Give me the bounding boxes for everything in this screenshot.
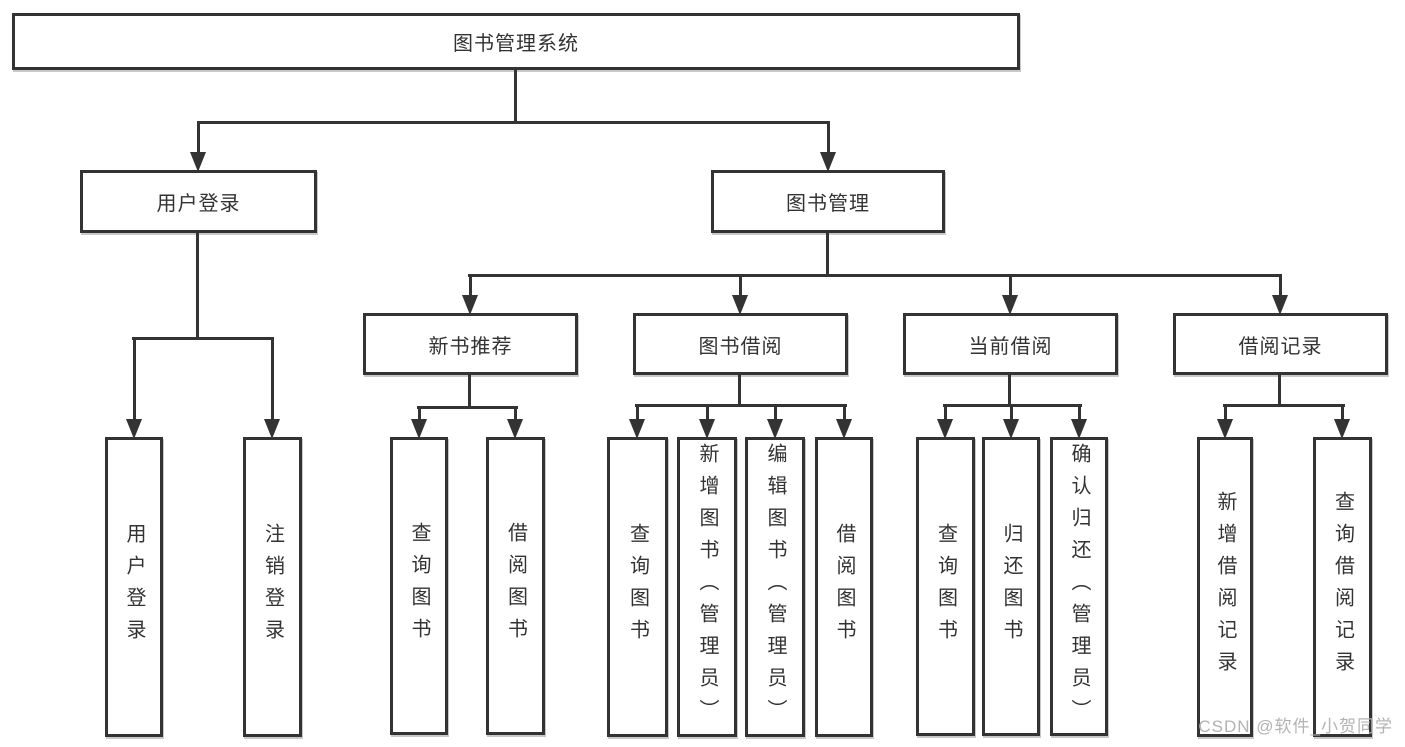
csdn-watermark: CSDN @软件_小贺同学 bbox=[1198, 717, 1393, 736]
arrow-down-icon bbox=[1002, 275, 1018, 315]
node-current-borrowing: 当前借阅 bbox=[903, 313, 1118, 375]
leaf-query-borrow-record: 查询借阅记录 bbox=[1313, 437, 1372, 737]
connector-vline bbox=[738, 373, 741, 406]
arrow-down-icon bbox=[937, 405, 953, 439]
leaf-edit-books-admin: 编辑图书（管理员） bbox=[745, 437, 805, 737]
arrow-down-icon bbox=[507, 407, 523, 439]
leaf-borrow-books: 借阅图书 bbox=[815, 437, 873, 737]
arrow-down-icon bbox=[1003, 405, 1019, 439]
node-new-book-recommend: 新书推荐 bbox=[363, 313, 578, 375]
node-book-management: 图书管理 bbox=[711, 170, 945, 233]
arrow-down-icon bbox=[1334, 405, 1350, 439]
leaf-return-books: 归还图书 bbox=[982, 437, 1040, 736]
connector-vline bbox=[1278, 373, 1281, 406]
arrow-down-icon bbox=[1071, 405, 1087, 439]
connector-hline bbox=[197, 121, 830, 124]
arrow-down-icon bbox=[732, 275, 748, 315]
connector-hline bbox=[132, 337, 274, 340]
arrow-down-icon bbox=[1272, 275, 1288, 315]
connector-vline bbox=[196, 231, 199, 339]
connector-vline bbox=[514, 70, 517, 123]
leaf-query-books: 查询图书 bbox=[607, 437, 668, 737]
leaf-borrow-books: 借阅图书 bbox=[486, 437, 545, 735]
connector-vline bbox=[1008, 373, 1011, 406]
arrow-down-icon bbox=[767, 405, 783, 439]
node-borrowing-records: 借阅记录 bbox=[1173, 313, 1388, 375]
connector-hline bbox=[417, 406, 518, 409]
leaf-confirm-return-admin: 确认归还（管理员） bbox=[1050, 437, 1108, 736]
arrow-down-icon bbox=[836, 405, 852, 439]
connector-vline bbox=[826, 231, 829, 276]
leaf-add-books-admin: 新增图书（管理员） bbox=[677, 437, 737, 737]
connector-vline bbox=[468, 373, 471, 408]
node-book-borrowing: 图书借阅 bbox=[633, 313, 848, 375]
leaf-user-login: 用户登录 bbox=[105, 437, 163, 737]
arrow-down-icon bbox=[411, 407, 427, 439]
arrow-down-icon bbox=[820, 121, 836, 172]
arrow-down-icon bbox=[1217, 405, 1233, 439]
arrow-down-icon bbox=[264, 338, 280, 439]
node-library-management-system: 图书管理系统 bbox=[12, 13, 1020, 70]
connector-hline bbox=[468, 274, 1282, 277]
connector-hline bbox=[943, 404, 1082, 407]
connector-hline bbox=[635, 404, 847, 407]
arrow-down-icon bbox=[126, 338, 142, 439]
leaf-query-books: 查询图书 bbox=[390, 437, 448, 735]
arrow-down-icon bbox=[629, 405, 645, 439]
arrow-down-icon bbox=[462, 275, 478, 315]
connector-hline bbox=[1223, 404, 1345, 407]
node-user-login: 用户登录 bbox=[80, 170, 317, 233]
arrow-down-icon bbox=[190, 121, 206, 172]
leaf-query-books: 查询图书 bbox=[916, 437, 975, 736]
leaf-add-borrow-record: 新增借阅记录 bbox=[1197, 437, 1253, 737]
leaf-logout: 注销登录 bbox=[243, 437, 302, 737]
arrow-down-icon bbox=[699, 405, 715, 439]
